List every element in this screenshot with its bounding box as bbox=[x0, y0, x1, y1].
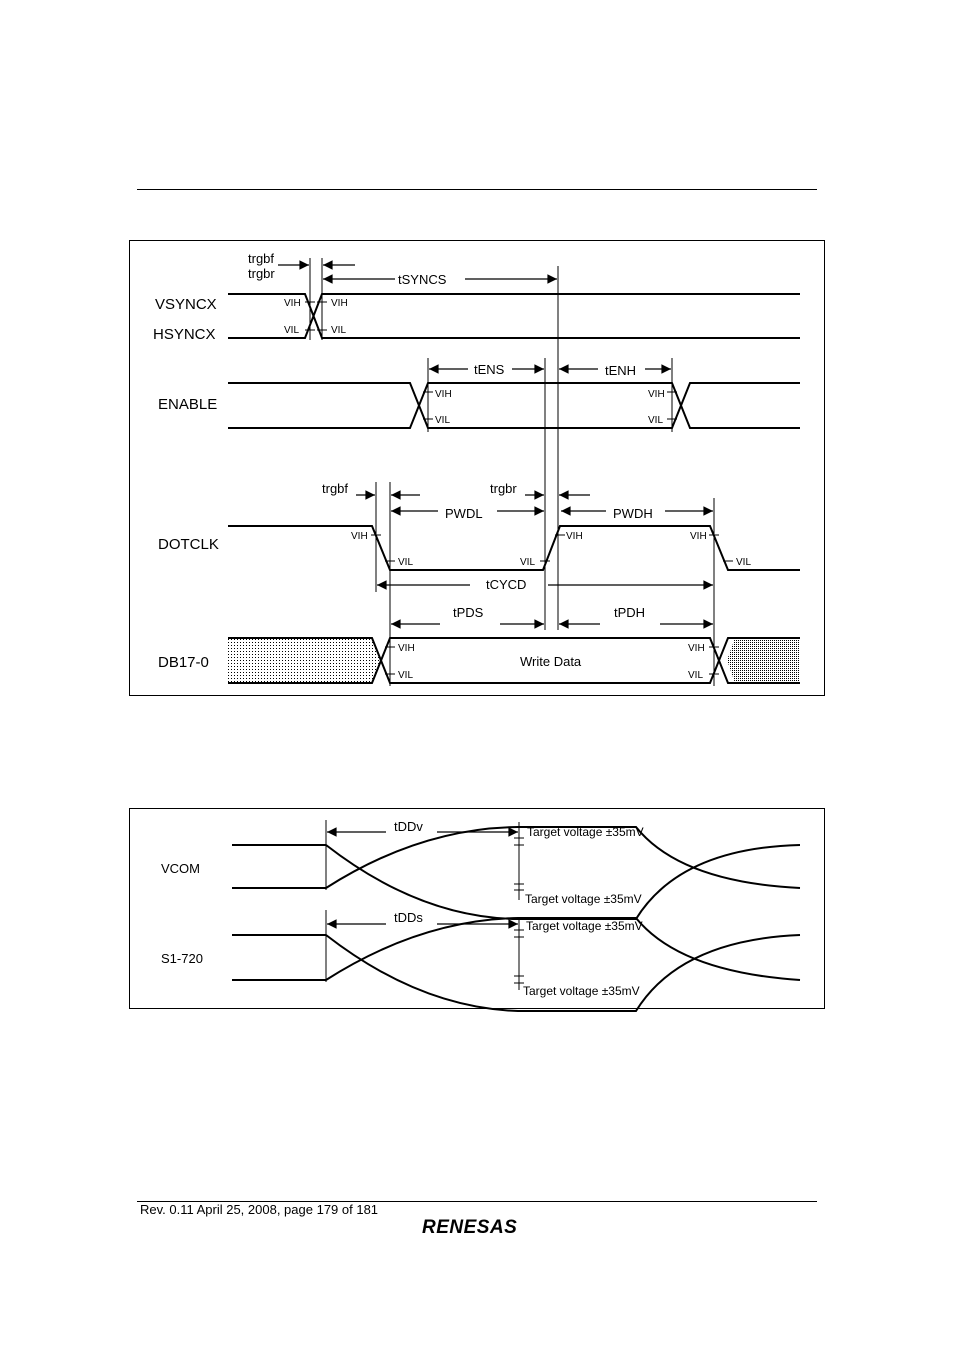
signal-s-label: S1-720 bbox=[161, 951, 203, 966]
target-voltage-label: Target voltage ±35mV bbox=[523, 984, 640, 998]
signal-hsync-label: HSYNCX bbox=[153, 326, 216, 343]
dotclk-wave bbox=[228, 525, 800, 571]
timing-tddv: tDDv bbox=[394, 819, 423, 834]
vih-label: VIH bbox=[398, 643, 415, 654]
signal-dotclk-label: DOTCLK bbox=[158, 536, 219, 553]
write-data-label: Write Data bbox=[520, 654, 582, 669]
vsync-wave-2 bbox=[228, 293, 800, 339]
vih-label: VIH bbox=[435, 389, 452, 400]
db-wave-2 bbox=[228, 637, 800, 684]
s-wave-1 bbox=[232, 934, 801, 1012]
signal-db-label: DB17-0 bbox=[158, 654, 209, 671]
timing-tpds: tPDS bbox=[453, 605, 484, 620]
vih-label: VIH bbox=[688, 643, 705, 654]
vil-label: VIL bbox=[435, 415, 450, 426]
timing-tpdh: tPDH bbox=[614, 605, 645, 620]
renesas-logo: RENESAS bbox=[422, 1217, 517, 1238]
svg-text:RENESAS: RENESAS bbox=[422, 1217, 517, 1238]
enable-wave bbox=[228, 382, 800, 429]
vih-label: VIH bbox=[648, 389, 665, 400]
timing-tenh: tENH bbox=[605, 363, 636, 378]
vih-label: VIH bbox=[690, 531, 707, 542]
timing-trgbr: trgbr bbox=[248, 266, 275, 281]
vil-label: VIL bbox=[284, 325, 299, 336]
target-voltage-label: Target voltage ±35mV bbox=[525, 892, 642, 906]
vih-label: VIH bbox=[351, 531, 368, 542]
enable-wave-2 bbox=[228, 382, 800, 429]
timing-pwdh: PWDH bbox=[613, 506, 653, 521]
footer-rule bbox=[137, 1201, 817, 1202]
timing-dot-trgbf: trgbf bbox=[322, 481, 348, 496]
timing-diagram-frame bbox=[129, 240, 825, 696]
vih-label: VIH bbox=[566, 531, 583, 542]
timing-tens: tENS bbox=[474, 362, 505, 377]
timing-pwdl: PWDL bbox=[445, 506, 483, 521]
vil-label: VIL bbox=[648, 415, 663, 426]
target-voltage-label: Target voltage ±35mV bbox=[527, 825, 644, 839]
target-voltage-label: Target voltage ±35mV bbox=[526, 919, 643, 933]
signal-vsync-label: VSYNCX bbox=[155, 296, 217, 313]
vil-label: VIL bbox=[520, 557, 535, 568]
signal-enable-label: ENABLE bbox=[158, 396, 217, 413]
signal-vcom-label: VCOM bbox=[161, 861, 200, 876]
vil-label: VIL bbox=[398, 670, 413, 681]
header-rule bbox=[137, 189, 817, 190]
timing-trgbf: trgbf bbox=[248, 251, 274, 266]
vih-label: VIH bbox=[284, 298, 301, 309]
vih-label: VIH bbox=[331, 298, 348, 309]
output-timing-frame bbox=[129, 808, 825, 1009]
vil-label: VIL bbox=[331, 325, 346, 336]
s-wave-2 bbox=[232, 917, 801, 981]
vcom-wave-2 bbox=[232, 826, 801, 889]
timing-tcycd: tCYCD bbox=[486, 577, 526, 592]
vil-label: VIL bbox=[688, 670, 703, 681]
vil-label: VIL bbox=[398, 557, 413, 568]
timing-tsyncs: tSYNCS bbox=[398, 272, 447, 287]
footer-revision: Rev. 0.11 April 25, 2008, page 179 of 18… bbox=[140, 1202, 379, 1217]
timing-tdds: tDDs bbox=[394, 910, 423, 925]
db-wave bbox=[228, 637, 800, 684]
vil-label: VIL bbox=[736, 557, 751, 568]
timing-dot-trgbr: trgbr bbox=[490, 481, 517, 496]
